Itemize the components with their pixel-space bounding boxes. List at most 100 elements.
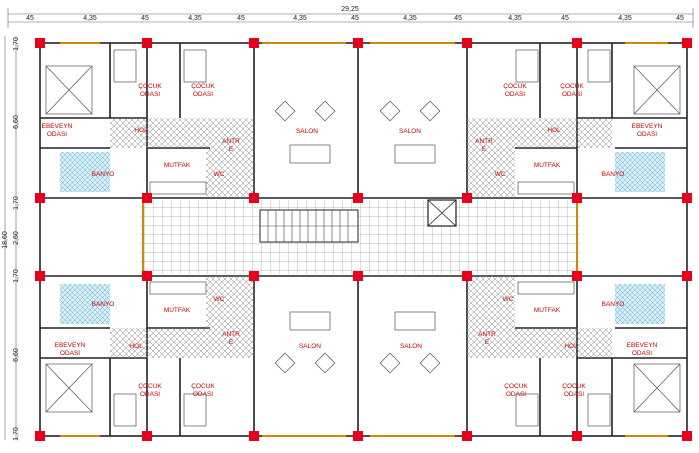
room-label: ODASI	[564, 391, 584, 398]
room-label: E	[229, 339, 234, 346]
dim-label: 4,35	[188, 15, 202, 22]
structural-columns	[35, 38, 692, 441]
room-label: E	[229, 146, 234, 153]
column	[572, 431, 582, 441]
hatched-floors	[60, 118, 665, 358]
room-label: ANTR	[475, 138, 493, 145]
room-label: HOL	[547, 127, 561, 134]
room-label: ÇOCUK	[562, 383, 586, 390]
column	[572, 193, 582, 203]
dim-label: 4,35	[508, 15, 522, 22]
column	[682, 431, 692, 441]
room-labels: ÇOCUK ODASI ÇOCUK ODASI EBEVEYN ODASI HO…	[42, 83, 663, 398]
column	[572, 271, 582, 281]
column	[35, 38, 45, 48]
room-label: ODASI	[637, 131, 657, 138]
column	[462, 431, 472, 441]
dim-label: 1,70	[13, 269, 20, 283]
room-label: HOL	[134, 127, 148, 134]
column	[249, 271, 259, 281]
total-height-label: 18,60	[2, 231, 9, 249]
column	[35, 271, 45, 281]
room-label: ODASI	[60, 350, 80, 357]
column	[35, 431, 45, 441]
room-label: BANYO	[602, 171, 625, 178]
room-label: ODASI	[632, 350, 652, 357]
room-label: ANTR	[222, 331, 240, 338]
dim-label: 45	[26, 15, 34, 22]
dim-label: 1,70	[13, 196, 20, 210]
room-label: ODASI	[505, 91, 525, 98]
staircase	[260, 210, 358, 242]
room-label: EBEVEYN	[632, 123, 663, 130]
room-label: BANYO	[92, 301, 115, 308]
room-label: MUTFAK	[164, 162, 191, 169]
top-dimension-line: 29,25	[7, 6, 694, 28]
dim-label: 2,60	[13, 231, 20, 245]
room-label: ODASI	[47, 131, 67, 138]
room-label: ODASI	[140, 91, 160, 98]
room-label: BANYO	[602, 301, 625, 308]
dim-label: 6,60	[13, 115, 20, 129]
dim-label: 45	[351, 15, 359, 22]
room-label: ÇOCUK	[138, 83, 162, 90]
dim-label: 45	[676, 15, 684, 22]
column	[249, 193, 259, 203]
room-label: WC	[495, 171, 506, 178]
room-label: EBEVEYN	[42, 123, 73, 130]
room-label: MUTFAK	[534, 307, 561, 314]
room-label: HOL	[564, 343, 578, 350]
column	[142, 193, 152, 203]
room-label: ODASI	[193, 91, 213, 98]
column	[249, 431, 259, 441]
dim-label: 4,35	[293, 15, 307, 22]
dim-label: 4,35	[618, 15, 632, 22]
room-label: WC	[214, 296, 225, 303]
column	[142, 38, 152, 48]
dim-label: 45	[561, 15, 569, 22]
room-label: E	[482, 146, 487, 153]
column	[682, 38, 692, 48]
column	[462, 38, 472, 48]
room-label: MUTFAK	[164, 307, 191, 314]
room-label: MUTFAK	[534, 162, 561, 169]
room-label: HOL	[129, 343, 143, 350]
room-label: SALON	[296, 128, 318, 135]
room-label: BANYO	[92, 171, 115, 178]
column	[142, 271, 152, 281]
column	[249, 38, 259, 48]
room-label: ÇOCUK	[191, 83, 215, 90]
column	[462, 193, 472, 203]
room-label: WC	[503, 296, 514, 303]
column	[353, 271, 363, 281]
column	[462, 271, 472, 281]
room-label: WC	[214, 171, 225, 178]
left-dimension-line: 18,60 1,70 6,60 1,70 2,60 1,70 6,60 1,70	[2, 36, 20, 441]
room-label: ODASI	[193, 391, 213, 398]
room-label: SALON	[400, 343, 422, 350]
dim-label: 6,60	[13, 348, 20, 362]
room-label: SALON	[299, 343, 321, 350]
furniture	[45, 49, 681, 427]
column	[35, 193, 45, 203]
room-label: EBEVEYN	[627, 342, 658, 349]
column	[353, 193, 363, 203]
column	[682, 193, 692, 203]
total-width-label: 29,25	[341, 6, 359, 13]
room-label: ÇOCUK	[504, 383, 528, 390]
column	[572, 38, 582, 48]
room-label: ODASI	[506, 391, 526, 398]
room-label: ÇOCUK	[138, 383, 162, 390]
top-dimension-labels: 45 4,35 45 4,35 45 4,35 45 4,35 45 4,35 …	[26, 15, 684, 22]
room-label: ANTR	[222, 138, 240, 145]
room-label: ODASI	[562, 91, 582, 98]
room-label: ANTR	[478, 331, 496, 338]
column	[353, 431, 363, 441]
room-label: SALON	[399, 128, 421, 135]
elevator	[427, 199, 457, 227]
corridor	[140, 199, 580, 274]
room-label: ÇOCUK	[191, 383, 215, 390]
room-label: ODASI	[140, 391, 160, 398]
dim-label: 1,70	[13, 37, 20, 51]
